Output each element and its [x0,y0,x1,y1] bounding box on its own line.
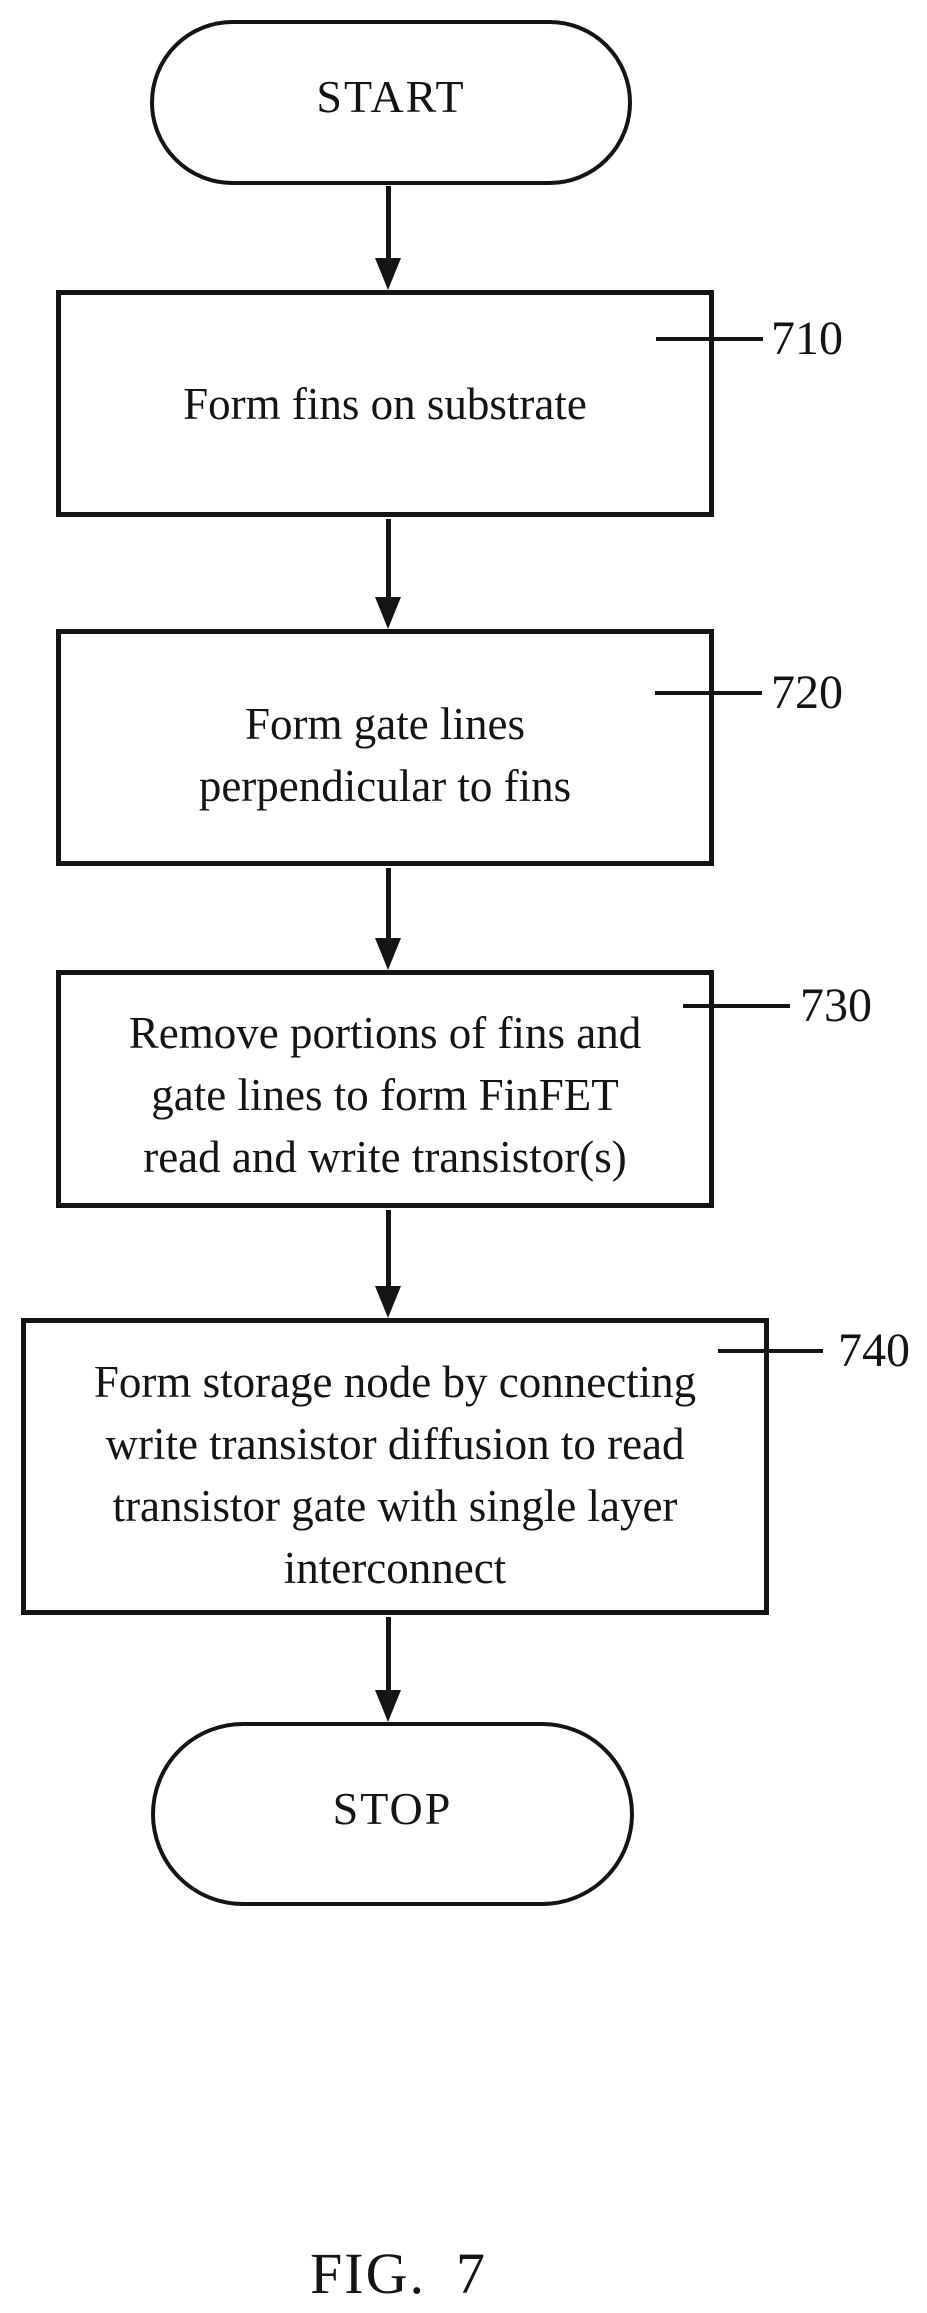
flow-arrow-710-to-720 [375,519,401,629]
ref-numeral-740: 740 [838,1324,910,1377]
arrow-shaft [385,186,391,258]
flow-arrow-720-to-730 [375,868,401,970]
ref-leader-line-740 [718,1349,823,1353]
step-line: perpendicular to fins [198,760,572,811]
step-line: gate lines to form FinFET [151,1070,619,1120]
step-text-710: Form fins on substrate [183,373,587,435]
ref-leader-line-710 [656,337,763,341]
arrow-head-icon [375,258,401,290]
step-line: Remove portions of fins and [128,1008,642,1058]
figure-caption-number: 7 [455,2241,487,2306]
arrow-head-icon [375,1690,401,1722]
arrow-shaft [385,519,391,597]
step-line: interconnect [283,1542,507,1593]
step-text-730: Remove portions of fins and gate lines t… [129,1002,641,1188]
step-box-730: Remove portions of fins and gate lines t… [56,970,714,1208]
step-text-740: Form storage node by connecting write tr… [94,1351,696,1599]
arrow-head-icon [375,597,401,629]
stop-label: STOP [332,1782,453,1834]
start-terminal: START [150,20,632,185]
figure-caption: FIG. 7 [310,2240,487,2307]
step-box-720: Form gate lines perpendicular to fins [56,629,714,866]
step-line: read and write transistor(s) [143,1132,627,1182]
step-line: transistor gate with single layer [112,1480,678,1531]
arrow-head-icon [375,938,401,970]
ref-numeral-730: 730 [800,979,872,1032]
ref-leader-line-720 [655,691,762,695]
step-line: Form storage node by connecting [93,1356,697,1407]
flow-arrow-730-to-740 [375,1210,401,1318]
ref-numeral-710: 710 [771,312,843,365]
step-box-710: Form fins on substrate [56,290,714,517]
step-line: Form fins on substrate [183,378,587,429]
arrow-shaft [385,1210,391,1286]
arrow-shaft [385,1617,391,1690]
step-text-720: Form gate lines perpendicular to fins [199,693,571,817]
flow-arrow-740-to-stop [375,1617,401,1722]
arrow-head-icon [375,1286,401,1318]
arrow-shaft [385,868,391,938]
flow-arrow-start-to-710 [375,186,401,290]
step-line: write transistor diffusion to read [105,1418,685,1469]
step-line: Form gate lines [245,698,525,749]
stop-terminal: STOP [151,1722,634,1906]
step-box-740: Form storage node by connecting write tr… [21,1318,769,1615]
start-label: START [316,71,466,122]
ref-leader-line-730 [683,1004,790,1008]
figure-caption-label: FIG. [310,2241,426,2306]
ref-numeral-720: 720 [771,666,843,719]
